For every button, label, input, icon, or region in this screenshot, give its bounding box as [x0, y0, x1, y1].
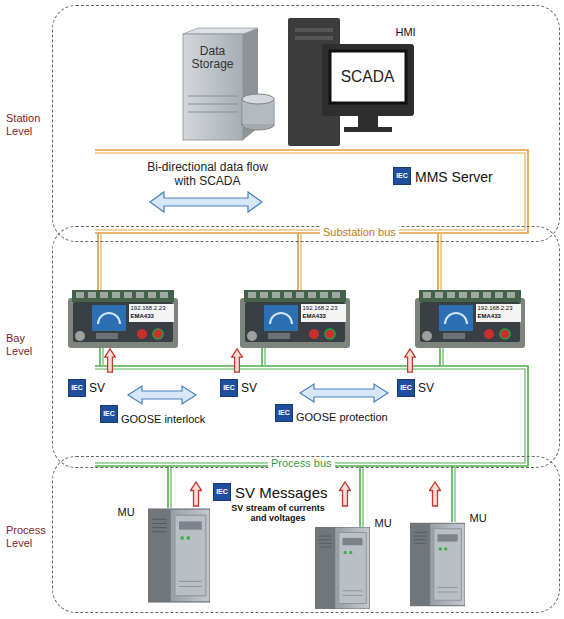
ied-address: 192.168.2.23: [478, 305, 513, 312]
flow-label: Bi-directional data flow with SCADA: [145, 161, 270, 189]
logo-text: IEC: [214, 488, 230, 495]
iec-logo: IEC: [213, 483, 231, 501]
iec-logo: IEC: [393, 167, 411, 185]
logo-text: IEC: [398, 384, 414, 391]
device-label: Data Storage: [183, 45, 243, 73]
device-label: HMI: [396, 26, 416, 39]
protocol-label: SV: [89, 382, 105, 396]
ied-model: EMA433: [131, 313, 154, 320]
ied-model: EMA433: [478, 313, 501, 320]
protocol-label: MMS Server: [415, 169, 493, 185]
protocol-label: SV: [418, 382, 434, 396]
level-label: Process Level: [6, 524, 50, 549]
level-label: Bay Level: [6, 332, 50, 357]
iec-logo: IEC: [220, 379, 238, 397]
ied-model: EMA433: [303, 313, 326, 320]
data-storage-icon: Data Storage: [178, 28, 274, 140]
device-label: MU: [470, 512, 487, 525]
ied-device: 192.168.2.23EMA433: [240, 290, 350, 348]
level-region: Station LevelData StorageSCADAHMI: [52, 5, 560, 242]
merging-unit: MU: [315, 527, 370, 609]
bus-label: Process bus: [268, 457, 335, 470]
ied-device: 192.168.2.23EMA433: [415, 290, 525, 348]
iec-logo: IEC: [275, 404, 293, 422]
level-region: Bay Level192.168.2.23EMA433192.168.2.23E…: [52, 226, 560, 468]
device-label: MU: [118, 506, 135, 519]
iec-logo: IEC: [397, 379, 415, 397]
ied-device: 192.168.2.23EMA433: [68, 290, 178, 348]
merging-unit: MU: [410, 522, 465, 607]
stream-note: SV stream of currents and voltages: [226, 503, 330, 524]
protocol-label: GOOSE protection: [296, 411, 388, 424]
bus-label: Substation bus: [320, 226, 399, 239]
ied-address: 192.168.2.23: [131, 305, 166, 312]
logo-text: IEC: [221, 384, 237, 391]
logo-text: IEC: [394, 172, 410, 179]
logo-text: IEC: [276, 409, 292, 416]
screen-label: SCADA: [330, 68, 406, 86]
device-label: MU: [375, 517, 392, 530]
logo-text: IEC: [69, 384, 85, 391]
scada-computer: SCADA HMI: [288, 18, 428, 148]
level-label: Station Level: [6, 112, 50, 137]
logo-text: IEC: [101, 410, 117, 417]
protocol-label: GOOSE interlock: [121, 413, 205, 426]
ied-address: 192.168.2.23: [303, 305, 338, 312]
protocol-label: SV Messages: [235, 484, 328, 501]
iec-logo: IEC: [68, 379, 86, 397]
level-region: Process LevelMUMUMU: [52, 456, 560, 613]
iec-logo: IEC: [100, 405, 118, 423]
protocol-label: SV: [241, 382, 257, 396]
merging-unit: MU: [148, 508, 210, 603]
